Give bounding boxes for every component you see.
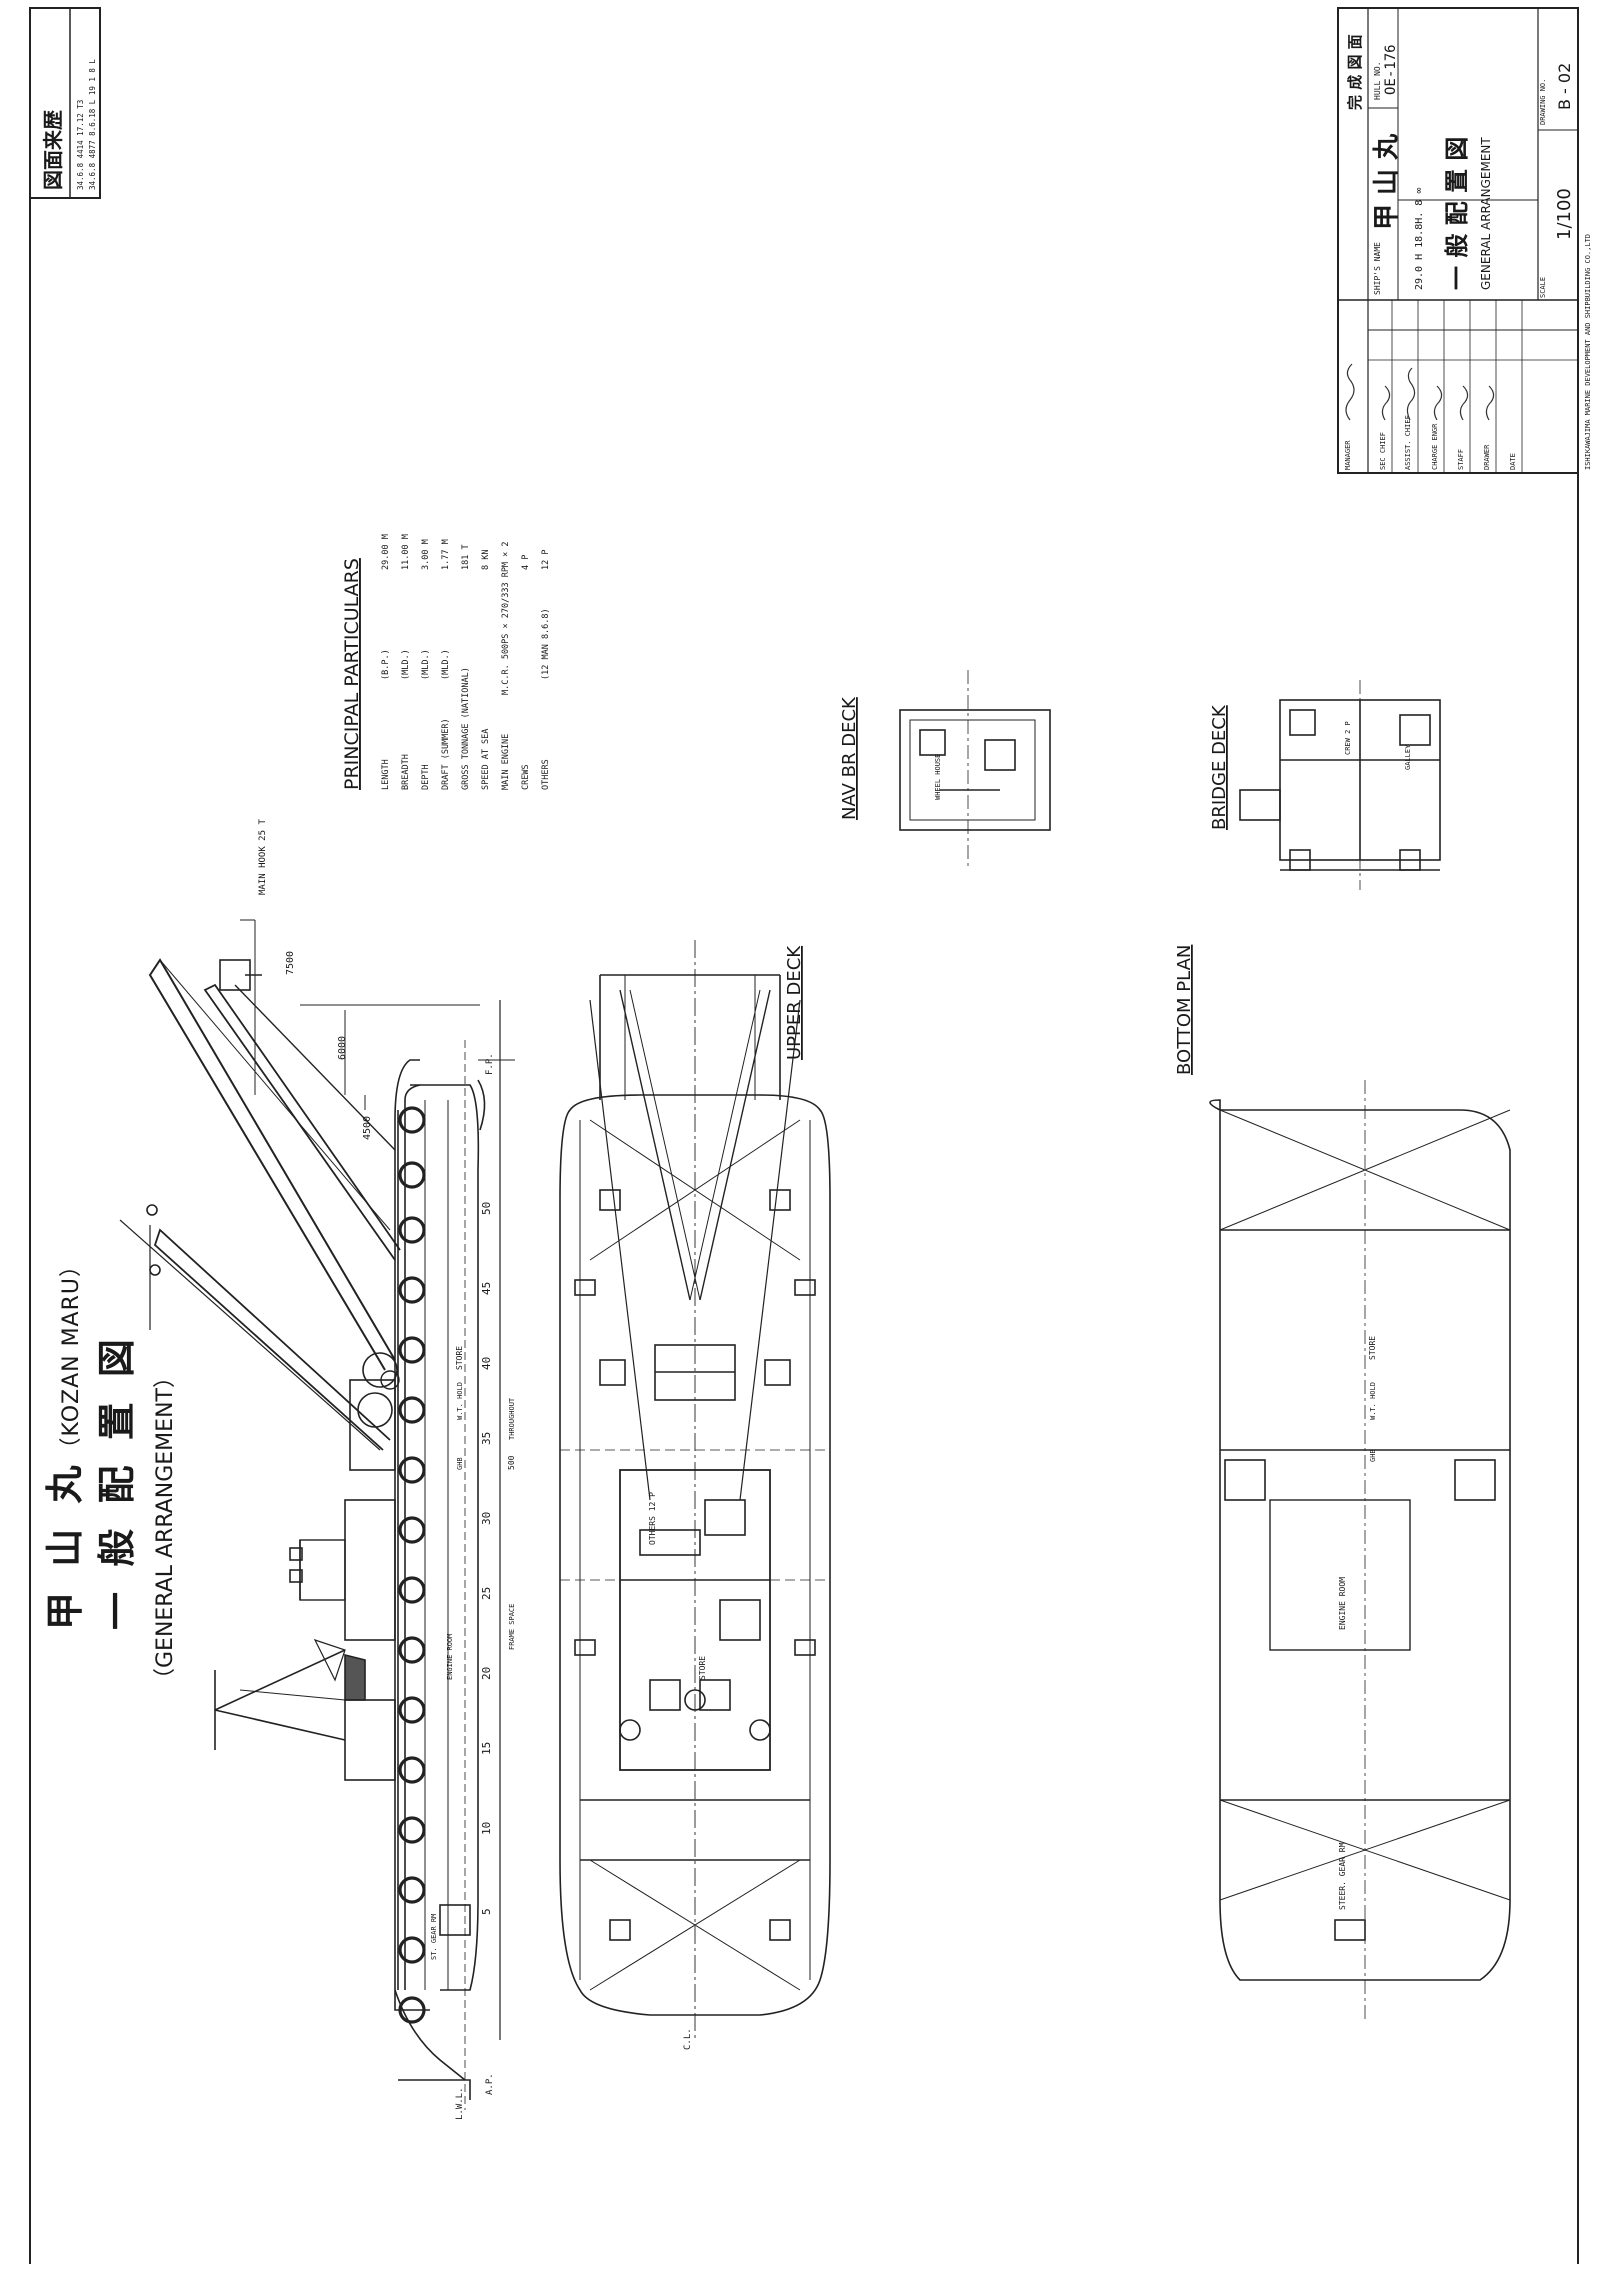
role-label: MANAGER: [1344, 440, 1352, 470]
role-label: CHARGE ENGR: [1431, 423, 1439, 470]
nav-br-deck-title: NAV BR DECK: [839, 696, 860, 820]
bridge-deck-title: BRIDGE DECK: [1209, 704, 1230, 830]
bridge-galley: GALLEY: [1404, 744, 1412, 770]
profile-engine-room: ENGINE ROOM: [446, 1634, 454, 1680]
bridge-labels: CREW 2 P GALLEY: [1344, 721, 1412, 770]
principal-row: GROSS TONNAGE (NATIONAL)181 T: [461, 544, 471, 790]
scale: 1/100: [1554, 188, 1575, 240]
title-kozan: （KOZAN MARU）: [59, 1254, 84, 1460]
company-name: ISHIKAWAJIMA MARINE DEVELOPMENT AND SHIP…: [1584, 234, 1592, 470]
main-hook-label: MAIN HOOK 25 T: [258, 819, 268, 895]
principal-row: MAIN ENGINEM.C.R. 500PS × 270/333 RPM × …: [501, 541, 511, 790]
signatures: [1345, 363, 1495, 421]
principal-heading: PRINCIPAL PARTICULARS: [341, 558, 363, 790]
upper-deck-plan: [559, 940, 831, 2040]
bottom-store: STORE: [1368, 1336, 1377, 1360]
lwl-label: L.W.L.: [455, 2087, 465, 2120]
drawing-no: B - 02: [1555, 63, 1574, 110]
frame-number: 5: [480, 1908, 493, 1915]
principal-row: SPEED AT SEA8 KN: [481, 550, 491, 790]
revision-box: 図面来歴 34.6.8 4414 17.12 T3 34.6.8 4877 8.…: [29, 7, 101, 199]
nav-labels: WHEEL HOUSE: [934, 754, 942, 800]
upper-deck-labels: C.L. STORE OTHERS 12 P: [648, 1492, 707, 2050]
throughout-label: THROUGHOUT: [508, 1397, 516, 1440]
principal-row: CREWS4 P: [521, 555, 531, 790]
revision-row-1: 34.6.8 4414 17.12 T3: [76, 100, 85, 190]
completion-date: 29.0 H 18.8H. 8 ∞: [1414, 188, 1425, 290]
bridge-deck-plan: [1239, 680, 1441, 890]
frame-number: 40: [480, 1357, 493, 1370]
sheet-border: [29, 8, 1579, 2264]
principal-row: BREADTH(MLD.)11.00 M: [401, 534, 411, 790]
revision-row-2: 34.6.8 4877 8.6.18 L 19 1 8 L: [88, 59, 97, 190]
frame-number: 20: [480, 1667, 493, 1680]
role-label: DRAWER: [1483, 444, 1491, 470]
fp-label: F.P.: [485, 1053, 495, 1075]
scale-label: SCALE: [1539, 277, 1547, 298]
bottom-labels: STORE GHB W.T. HOLD ENGINE ROOM STEER. G…: [1338, 1336, 1377, 1910]
principal-row: DEPTH(MLD.)3.00 M: [421, 539, 431, 790]
bottom-plan-title: BOTTOM PLAN: [1174, 945, 1195, 1075]
principal-row: DRAFT (SUMMER)(MLD.)1.77 M: [441, 539, 451, 790]
dim-4500: 4500: [362, 1116, 373, 1140]
profile-ghb: GHB: [456, 1457, 464, 1470]
bridge-crew: CREW 2 P: [1344, 721, 1352, 755]
title-jp-ship: 甲 山 丸（KOZAN MARU）: [43, 1254, 87, 1630]
frame-space-label: FRAME SPACE: [508, 1604, 516, 1650]
upper-deck-store: STORE: [698, 1656, 707, 1680]
principal-particulars: PRINCIPAL PARTICULARS LENGTH(B.P.)29.00 …: [341, 534, 551, 790]
profile-wt-hold: W.T. HOLD: [456, 1382, 464, 1420]
frame-number: 45: [480, 1282, 493, 1295]
ships-name: 甲 山 丸: [1372, 133, 1402, 230]
bottom-ghb: GHB: [1369, 1449, 1377, 1462]
frame-number: 50: [480, 1202, 493, 1215]
frame-number: 35: [480, 1432, 493, 1445]
profile-view: [119, 919, 515, 2110]
profile-frame-numbers: 50 45 40 35 30 25 20 15 10 5: [480, 1202, 493, 1915]
bottom-wt-hold: W.T. HOLD: [1369, 1382, 1377, 1420]
hull-no: OE-176: [1383, 44, 1399, 95]
frame-number: 15: [480, 1742, 493, 1755]
nav-wheel-house: WHEEL HOUSE: [934, 754, 942, 800]
hull-no-label: HULL NO.: [1373, 61, 1382, 100]
dim-7500: 7500: [285, 951, 296, 975]
title-block: 完 成 図 面 SHIP'S NAME 甲 山 丸 HULL NO. OE-17…: [1337, 7, 1592, 474]
profile-steer-gear: ST. GEAR RM: [430, 1914, 438, 1960]
drawing-no-label: DRAWING NO.: [1539, 79, 1547, 125]
upper-deck-title: UPPER DECK: [784, 945, 805, 1060]
ap-label: A.P.: [485, 2073, 495, 2095]
bottom-steer-gear: STEER. GEAR RM: [1338, 1842, 1347, 1910]
drawing-title-en: GENERAL ARRANGEMENT: [1479, 137, 1493, 290]
upper-deck-cl: C.L.: [683, 2028, 693, 2050]
profile-store: STORE: [455, 1346, 464, 1370]
title-jp-ga: 一 般 配 置 図: [95, 1333, 139, 1630]
frame-number: 30: [480, 1512, 493, 1525]
nav-br-deck-plan: [899, 670, 1051, 870]
role-label: SEC CHIEF: [1379, 432, 1387, 470]
upper-deck-others: OTHERS 12 P: [648, 1492, 657, 1545]
dim-6000: 6000: [337, 1036, 348, 1060]
principal-rows: LENGTH(B.P.)29.00 M BREADTH(MLD.)11.00 M…: [381, 534, 551, 790]
dim-500: 500: [507, 1455, 516, 1470]
profile-labels: MAIN HOOK 25 T 7500 6000 4500 F.P. A.P. …: [258, 819, 516, 2120]
frame-number: 10: [480, 1822, 493, 1835]
principal-row: LENGTH(B.P.)29.00 M: [381, 534, 391, 790]
role-label: STAFF: [1457, 449, 1465, 470]
principal-row: OTHERS(12 MAN 8.6.8)12 P: [541, 550, 551, 790]
drawing-title-jp: 一 般 配 置 図: [1443, 137, 1471, 290]
ships-name-label: SHIP'S NAME: [1373, 242, 1382, 295]
bottom-engine-room: ENGINE ROOM: [1338, 1577, 1347, 1630]
title-block-status: 完 成 図 面: [1346, 34, 1364, 110]
role-label: DATE: [1509, 453, 1517, 470]
title-en-ga: （GENERAL ARRANGEMENT）: [153, 1366, 178, 1690]
view-titles: UPPER DECK NAV BR DECK BRIDGE DECK BOTTO…: [784, 696, 1230, 1075]
main-title: 甲 山 丸（KOZAN MARU） 一 般 配 置 図 （GENERAL ARR…: [43, 1254, 178, 1690]
frame-number: 25: [480, 1587, 493, 1600]
bottom-plan: [1209, 1080, 1511, 2020]
role-label: ASSIST. CHIEF: [1404, 415, 1412, 470]
revision-title: 図面来歴: [41, 110, 65, 190]
